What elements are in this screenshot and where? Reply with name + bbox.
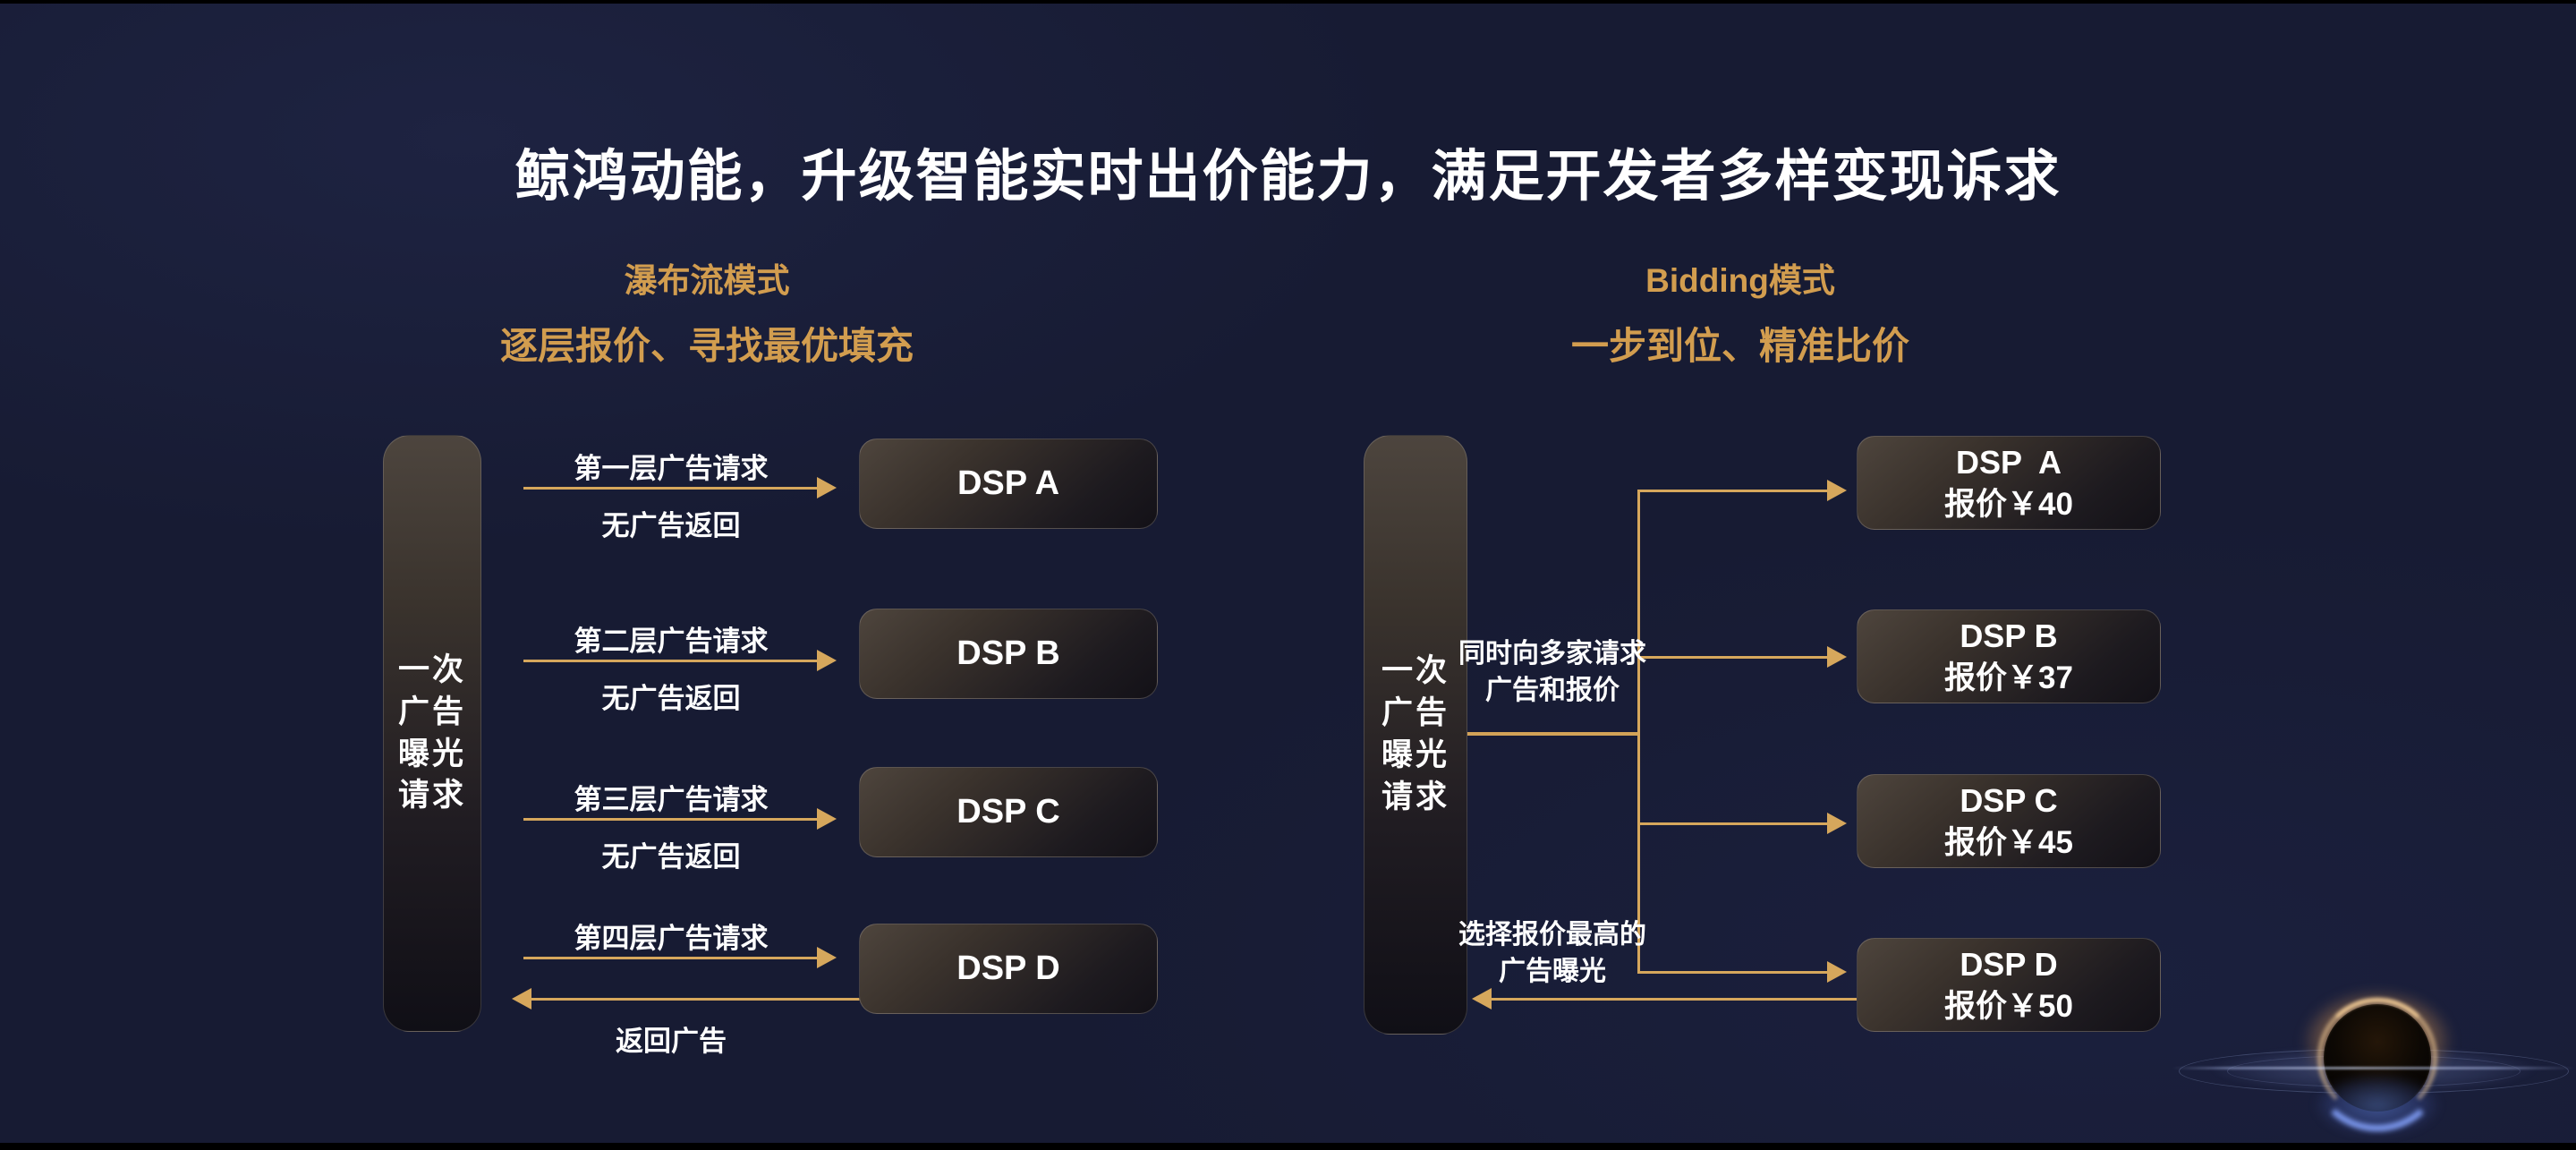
dsp-name: DSP B: [1960, 617, 2058, 654]
dsp-bid-box-d: DSP D 报价￥50: [1857, 938, 2161, 1032]
request-arrow-line: [523, 818, 817, 821]
request-arrow-line: [523, 957, 817, 959]
waterfall-section-title: 瀑布流模式: [624, 262, 790, 299]
request-label: 第四层广告请求: [574, 923, 769, 954]
dsp-name: DSP D: [956, 950, 1060, 987]
select-highest-note: 选择报价最高的 广告曝光: [1373, 916, 1731, 990]
slide-title: 鲸鸿动能，升级智能实时出价能力，满足开发者多样变现诉求: [514, 146, 2062, 208]
dsp-name: DSP A: [1955, 443, 2062, 481]
bidding-section-subtitle: 一步到位、精准比价: [1570, 325, 1909, 367]
right-arrow-icon: [817, 477, 837, 498]
dsp-name: DSP C: [1960, 781, 2058, 819]
bidding-source-box: 一次 广告 曝光 请求: [1364, 435, 1467, 1035]
source-line: 一次: [397, 652, 466, 687]
dsp-bid-box-b: DSP B 报价￥37: [1857, 609, 2161, 703]
dsp-box-c: DSP C: [859, 767, 1158, 857]
fanout-vertical-line: [1637, 490, 1640, 974]
note-line: 广告曝光: [1499, 957, 1606, 986]
dsp-name: DSP B: [956, 635, 1060, 672]
dsp-bid-box-a: DSP A 报价￥40: [1857, 436, 2161, 530]
source-line: 曝光: [397, 736, 466, 771]
trunk-line: [1467, 732, 1639, 736]
black-hole-disk-line: [2172, 1067, 2576, 1069]
return-arrow-line: [1492, 998, 1968, 1001]
request-arrow-line: [523, 487, 817, 490]
source-line: 一次: [1381, 653, 1450, 689]
return-label: 返回广告: [616, 1026, 727, 1057]
black-hole-bottom-arc: [2313, 1013, 2442, 1131]
waterfall-section-subtitle: 逐层报价、寻找最优填充: [499, 325, 914, 367]
branch-line: [1637, 971, 1827, 974]
simultaneous-request-note: 同时向多家请求 广告和报价: [1373, 635, 1731, 709]
left-arrow-icon: [1472, 988, 1492, 1009]
response-label: 无广告返回: [601, 841, 741, 873]
right-arrow-icon: [817, 808, 837, 830]
note-line: 广告和报价: [1485, 676, 1620, 705]
right-arrow-icon: [1827, 961, 1847, 983]
source-line: 曝光: [1381, 737, 1450, 772]
note-line: 同时向多家请求: [1458, 639, 1646, 669]
dsp-box-b: DSP B: [859, 609, 1158, 699]
left-arrow-icon: [512, 988, 531, 1009]
request-label: 第三层广告请求: [574, 784, 769, 815]
black-hole-graphic: [2163, 967, 2576, 1146]
request-arrow-line: [523, 660, 817, 662]
response-label: 无广告返回: [601, 683, 741, 714]
source-line: 广告: [1381, 695, 1450, 731]
bidding-section-title: Bidding模式: [1645, 262, 1835, 299]
dsp-price: 报价￥45: [1944, 824, 2073, 860]
dsp-price: 报价￥37: [1944, 660, 2073, 695]
note-line: 选择报价最高的: [1458, 920, 1646, 950]
dsp-box-d: DSP D: [859, 924, 1158, 1014]
request-label: 第一层广告请求: [574, 453, 769, 484]
dsp-price: 报价￥50: [1944, 988, 2073, 1024]
source-line: 请求: [397, 778, 466, 814]
source-line: 请求: [1381, 779, 1450, 814]
branch-line: [1637, 822, 1827, 825]
right-arrow-icon: [1827, 813, 1847, 834]
right-arrow-icon: [817, 650, 837, 671]
dsp-name: DSP C: [956, 793, 1060, 831]
right-arrow-icon: [1827, 646, 1847, 668]
dsp-name: DSP D: [1960, 945, 2058, 983]
bottom-black-strip: [0, 1143, 2576, 1150]
source-line: 广告: [397, 694, 466, 729]
request-label: 第二层广告请求: [574, 626, 769, 657]
dsp-bid-box-c: DSP C 报价￥45: [1857, 774, 2161, 868]
waterfall-source-box: 一次 广告 曝光 请求: [383, 435, 481, 1032]
dsp-box-a: DSP A: [859, 439, 1158, 529]
top-black-strip: [0, 0, 2576, 4]
branch-line: [1637, 656, 1827, 659]
dsp-price: 报价￥40: [1944, 486, 2073, 522]
branch-line: [1637, 490, 1827, 492]
response-label: 无广告返回: [601, 510, 741, 541]
right-arrow-icon: [817, 947, 837, 968]
right-arrow-icon: [1827, 480, 1847, 501]
dsp-name: DSP A: [956, 464, 1060, 502]
black-hole-blue-glow: [2297, 1065, 2458, 1146]
return-arrow-line: [531, 998, 913, 1001]
